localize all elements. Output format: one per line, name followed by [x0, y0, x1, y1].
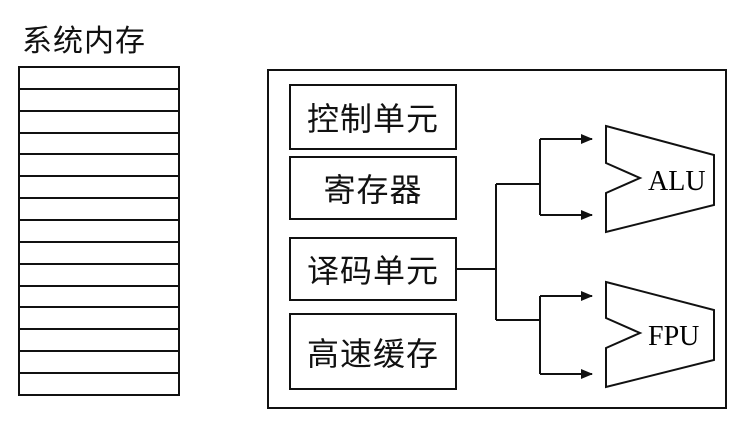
system-memory-title: 系统内存 — [22, 24, 146, 59]
register-label: 寄存器 — [323, 171, 423, 209]
memory-cell — [20, 265, 178, 287]
fpu-label: FPU — [648, 321, 699, 352]
alu-shape — [605, 124, 715, 234]
memory-cell — [20, 155, 178, 178]
memory-cell — [20, 68, 178, 90]
memory-cell — [20, 352, 178, 375]
alu-label: ALU — [648, 166, 706, 197]
cache-label: 高速缓存 — [306, 334, 439, 373]
register-box: 寄存器 — [289, 156, 457, 220]
memory-cell — [20, 243, 178, 265]
cache-box: 高速缓存 — [289, 313, 457, 390]
memory-cell — [20, 134, 178, 156]
fpu-shape — [605, 280, 715, 389]
system-memory-stack — [18, 66, 180, 396]
memory-cell — [20, 199, 178, 222]
memory-cell — [20, 330, 178, 353]
memory-cell — [20, 112, 178, 134]
control-unit-box: 控制单元 — [289, 84, 457, 150]
control-unit-label: 控制单元 — [306, 100, 439, 138]
decode-unit-box: 译码单元 — [289, 237, 457, 301]
decode-unit-label: 译码单元 — [306, 252, 439, 290]
memory-cell — [20, 221, 178, 243]
memory-cell — [20, 287, 178, 309]
memory-cell — [20, 90, 178, 112]
cpu-box — [267, 69, 727, 409]
memory-cell — [20, 308, 178, 331]
memory-cell — [20, 177, 178, 200]
